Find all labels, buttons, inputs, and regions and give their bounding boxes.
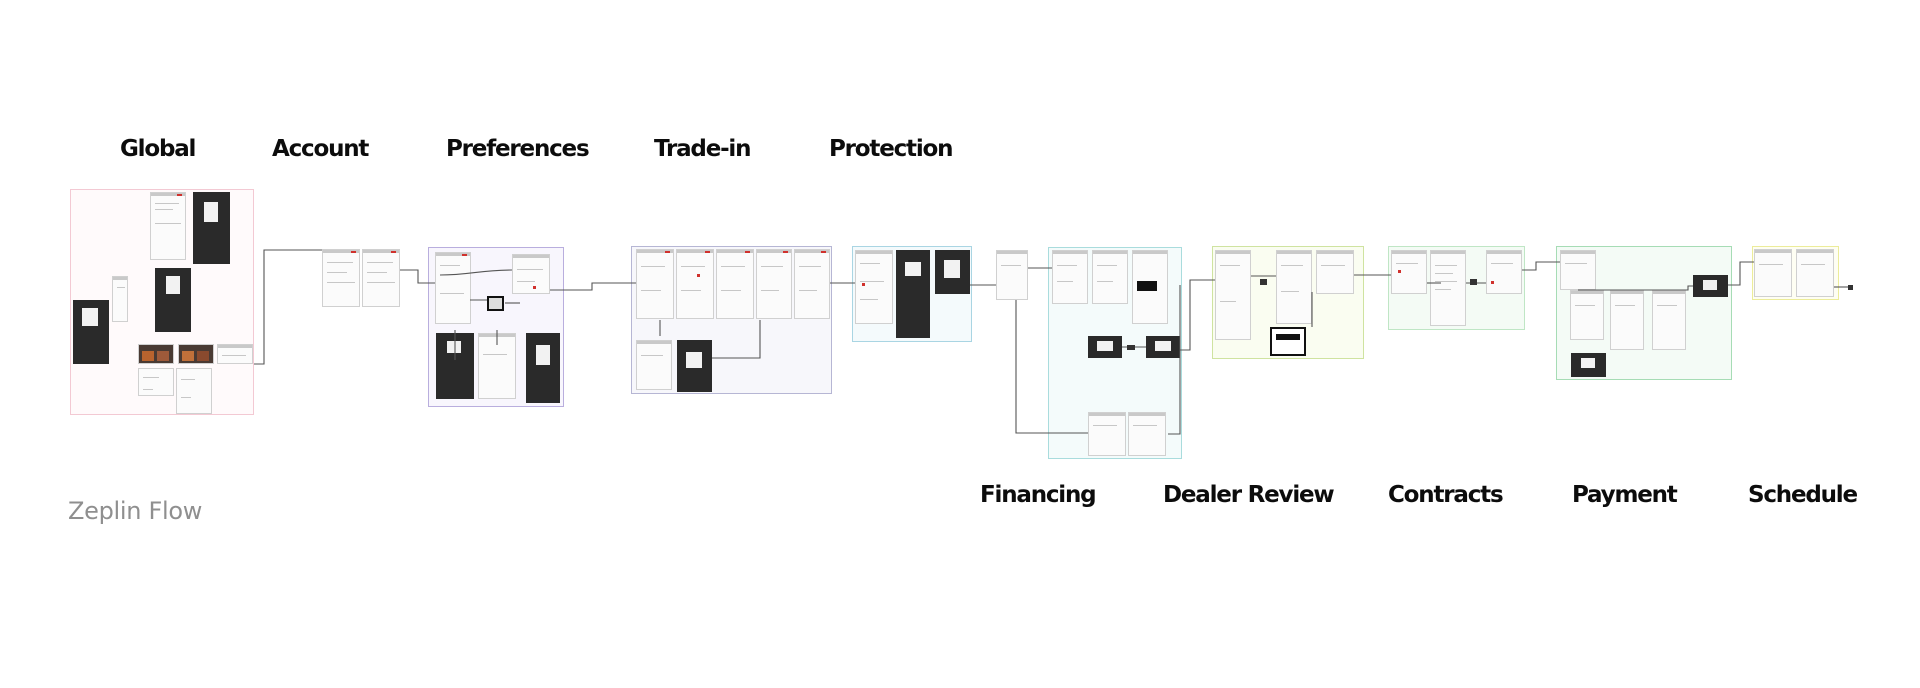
connector bbox=[439, 269, 513, 276]
screen-dark-thumbnail[interactable] bbox=[1693, 275, 1728, 297]
connector-dot bbox=[1491, 281, 1494, 284]
screen-thumbnail[interactable] bbox=[112, 276, 128, 322]
connector bbox=[1578, 285, 1693, 291]
screen-thumbnail[interactable] bbox=[178, 344, 214, 364]
screen-thumbnail[interactable] bbox=[1215, 250, 1251, 340]
connector-node bbox=[1470, 279, 1477, 285]
connector-node bbox=[1127, 345, 1135, 350]
section-label-tradein: Trade-in bbox=[654, 136, 752, 162]
screen-thumbnail[interactable] bbox=[1092, 250, 1128, 304]
screen-thumbnail[interactable] bbox=[676, 249, 714, 319]
section-label-financing: Financing bbox=[980, 482, 1097, 508]
connector-node bbox=[1260, 279, 1267, 285]
connector bbox=[1015, 300, 1088, 434]
connector bbox=[712, 320, 761, 359]
screen-dark-thumbnail[interactable] bbox=[526, 333, 560, 403]
screen-dark-thumbnail[interactable] bbox=[193, 192, 230, 264]
screen-thumbnail[interactable] bbox=[1486, 250, 1522, 294]
screen-thumbnail[interactable] bbox=[996, 250, 1028, 300]
section-label-payment: Payment bbox=[1572, 482, 1678, 508]
screen-thumbnail[interactable] bbox=[1276, 250, 1312, 324]
screen-dark-thumbnail[interactable] bbox=[677, 340, 712, 392]
connector-dot bbox=[533, 286, 536, 289]
screen-thumbnail[interactable] bbox=[855, 250, 893, 324]
screen-thumbnail[interactable] bbox=[1430, 250, 1466, 326]
screen-thumbnail[interactable] bbox=[1132, 250, 1168, 324]
screen-thumbnail[interactable] bbox=[636, 340, 672, 390]
screen-thumbnail[interactable] bbox=[756, 249, 792, 319]
screen-thumbnail[interactable] bbox=[1391, 250, 1427, 294]
screen-thumbnail[interactable] bbox=[1796, 249, 1834, 297]
screen-thumbnail[interactable] bbox=[1570, 290, 1604, 340]
screen-thumbnail[interactable] bbox=[512, 254, 550, 294]
screen-dark-thumbnail[interactable] bbox=[487, 296, 504, 311]
screen-dark-thumbnail[interactable] bbox=[1146, 336, 1180, 358]
screen-thumbnail[interactable] bbox=[138, 368, 174, 396]
screen-thumbnail[interactable] bbox=[716, 249, 754, 319]
connector bbox=[1180, 279, 1215, 351]
screen-dark-thumbnail[interactable] bbox=[1270, 327, 1306, 356]
connector bbox=[254, 249, 322, 365]
connector-dot bbox=[862, 283, 865, 286]
flow-subtitle: Zeplin Flow bbox=[68, 497, 203, 525]
connector bbox=[400, 269, 435, 284]
screen-thumbnail[interactable] bbox=[217, 344, 253, 364]
screen-thumbnail[interactable] bbox=[636, 249, 674, 319]
screen-thumbnail[interactable] bbox=[1754, 249, 1792, 297]
screen-dark-thumbnail[interactable] bbox=[935, 250, 970, 294]
screen-dark-thumbnail[interactable] bbox=[1088, 336, 1122, 358]
screen-thumbnail[interactable] bbox=[1052, 250, 1088, 304]
connector bbox=[1728, 261, 1754, 286]
connector bbox=[1522, 261, 1560, 271]
screen-thumbnail[interactable] bbox=[794, 249, 830, 319]
screen-thumbnail[interactable] bbox=[1610, 290, 1644, 350]
screen-thumbnail[interactable] bbox=[150, 192, 186, 260]
screen-dark-thumbnail[interactable] bbox=[1571, 353, 1606, 377]
screen-thumbnail[interactable] bbox=[322, 249, 360, 307]
screen-dark-thumbnail[interactable] bbox=[155, 268, 191, 332]
connector-dot bbox=[697, 274, 700, 277]
screen-dark-thumbnail[interactable] bbox=[896, 250, 930, 338]
screen-thumbnail[interactable] bbox=[1652, 290, 1686, 350]
section-label-preferences: Preferences bbox=[446, 136, 590, 162]
section-label-contracts: Contracts bbox=[1388, 482, 1504, 508]
screen-thumbnail[interactable] bbox=[1088, 412, 1126, 456]
screen-thumbnail[interactable] bbox=[435, 252, 471, 324]
connector bbox=[1168, 285, 1181, 435]
screen-dark-thumbnail[interactable] bbox=[73, 300, 109, 364]
connector-dot bbox=[1398, 270, 1401, 273]
section-label-account: Account bbox=[272, 136, 369, 162]
section-label-dealer-review: Dealer Review bbox=[1163, 482, 1335, 508]
connector bbox=[550, 282, 636, 291]
screen-thumbnail[interactable] bbox=[176, 368, 212, 414]
screen-thumbnail[interactable] bbox=[1560, 250, 1596, 290]
connector-node bbox=[1848, 285, 1853, 290]
screen-thumbnail[interactable] bbox=[138, 344, 174, 364]
screen-thumbnail[interactable] bbox=[1316, 250, 1354, 294]
section-label-protection: Protection bbox=[829, 136, 953, 162]
screen-thumbnail[interactable] bbox=[1128, 412, 1166, 456]
section-label-schedule: Schedule bbox=[1748, 482, 1858, 508]
section-label-global: Global bbox=[120, 136, 196, 162]
screen-thumbnail[interactable] bbox=[362, 249, 400, 307]
